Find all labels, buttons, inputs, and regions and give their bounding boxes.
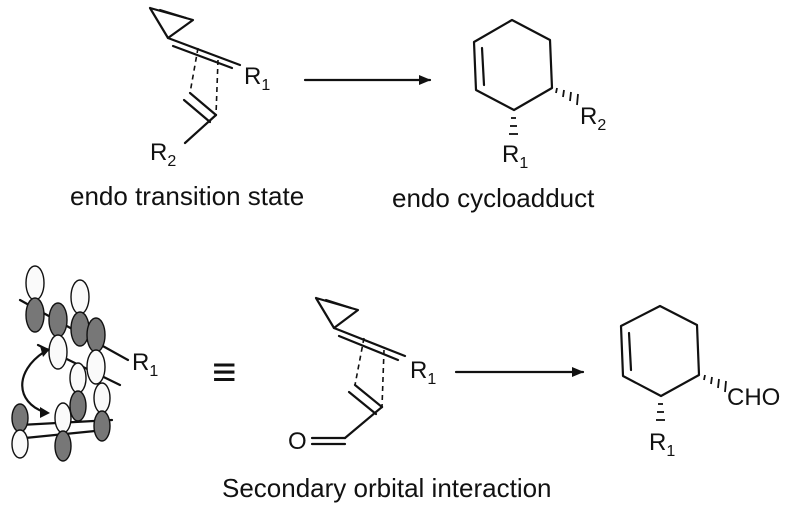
- arrowhead-icon: [40, 346, 50, 357]
- p-lobe-upper: [70, 279, 90, 315]
- r1-label-product2: R1: [649, 429, 675, 460]
- r1-label-ts: R1: [244, 63, 270, 94]
- r1-label-ts2: R1: [410, 357, 436, 388]
- p-lobe-upper: [93, 382, 111, 414]
- aldehyde-cycloadduct: CHO R1: [619, 304, 780, 460]
- acrolein-transition-state: O R1: [288, 296, 436, 455]
- orbital-diagram: R1: [11, 265, 158, 462]
- p-lobe-lower: [69, 390, 87, 422]
- oxygen-label: O: [288, 428, 307, 455]
- arrowhead-icon: [40, 407, 50, 418]
- secondary-interaction-arrow: [21, 350, 46, 414]
- endo-cycloadduct: R2 R1: [472, 18, 606, 172]
- p-lobe-lower: [70, 311, 90, 347]
- p-lobe-lower: [86, 349, 106, 385]
- p-lobe-upper: [86, 317, 106, 353]
- p-lobe-lower: [11, 429, 29, 459]
- equivalence-symbol: ≡: [212, 348, 237, 395]
- endo-transition-state: R1 R2: [148, 6, 270, 170]
- r1-label-product: R1: [502, 141, 528, 172]
- p-lobe-lower: [54, 430, 72, 462]
- p-lobe-upper: [48, 302, 68, 338]
- r2-label-ts: R2: [150, 139, 176, 170]
- p-lobe-upper: [54, 402, 72, 434]
- p-lobe-lower: [25, 297, 45, 333]
- p-lobe-upper: [69, 362, 87, 394]
- cho-label: CHO: [727, 384, 780, 411]
- p-lobe-upper: [11, 403, 29, 433]
- r2-label-product: R2: [580, 103, 606, 134]
- p-lobe-upper: [25, 265, 45, 301]
- caption-secondary-orbital-interaction: Secondary orbital interaction: [222, 473, 552, 503]
- r1-label-orbital: R1: [132, 349, 158, 380]
- caption-endo-cycloadduct: endo cycloadduct: [392, 183, 595, 213]
- p-lobe-lower: [48, 334, 68, 370]
- caption-endo-transition-state: endo transition state: [70, 181, 304, 211]
- p-lobe-lower: [93, 410, 111, 442]
